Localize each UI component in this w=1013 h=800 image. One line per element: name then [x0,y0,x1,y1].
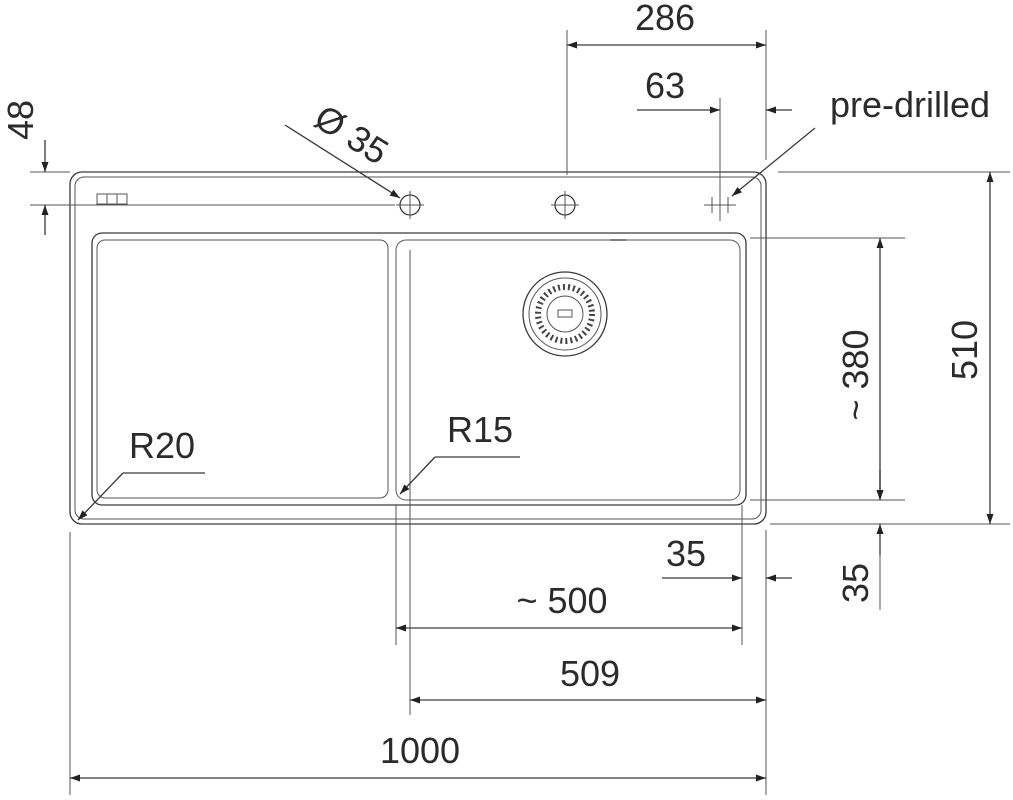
bowl [395,239,741,501]
dim-509-label: 509 [560,653,620,694]
dim-35-vertical-label: 35 [835,563,876,603]
dim-509: 509 [409,250,766,715]
dim-380-label: ~ 380 [835,329,876,420]
dim-63-label: 63 [645,65,685,106]
dim-63: 63 [637,65,792,190]
dim-35-horizontal-label: 35 [666,533,706,574]
radius-r20: R20 [77,425,205,521]
dim-286-label: 286 [635,0,695,38]
dim-48: 48 [0,100,395,235]
diameter-label: Ø 35 [308,96,396,172]
dim-380: ~ 380 [750,237,905,501]
drainer-area [96,239,389,499]
dim-510-label: 510 [944,320,985,380]
drain-strainer-icon [522,271,608,357]
predrilled-label: pre-drilled [830,84,990,125]
dim-diameter-35: Ø 35 [284,96,401,199]
predrilled-callout: pre-drilled [731,84,990,197]
dim-1000: 1000 [69,532,767,795]
radius-r15: R15 [399,409,520,495]
r15-label: R15 [447,409,513,450]
dim-35-vertical: 35 [835,470,884,610]
dim-500: ~ 500 [395,505,742,645]
dim-500-label: ~ 500 [516,580,607,621]
sink-outline [69,171,767,525]
r20-label: R20 [129,425,195,466]
predrilled-mark [704,189,736,221]
dim-48-label: 48 [0,100,41,140]
logo-mark [96,193,128,205]
tap-hole-2 [551,191,579,219]
tap-hole-1 [396,191,424,219]
dim-286: 286 [566,0,767,175]
dim-510: 510 [770,171,1010,525]
dim-1000-label: 1000 [380,730,460,771]
dim-35-horizontal: 35 [662,505,792,710]
